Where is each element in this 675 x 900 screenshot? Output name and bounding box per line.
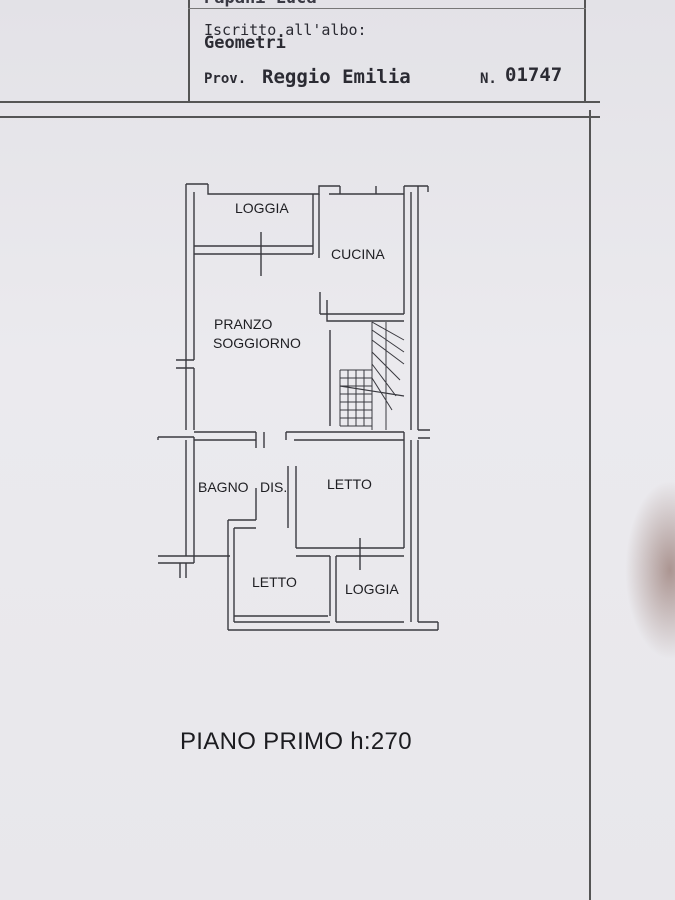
letto-right-left-wall [287,466,404,616]
room-label-cucina: CUCINA [331,246,385,262]
stamp-number: 01747 [505,64,563,86]
room-label-bagno: BAGNO [198,479,249,495]
wall-bottom [228,615,439,631]
wall-left-upper [185,183,208,360]
wall-right [403,186,419,430]
stamp-province: Reggio Emilia [262,66,411,88]
bagno-bottom-wall [158,555,230,564]
room-label-dis: DIS. [260,479,287,495]
floor-title: PIANO PRIMO h:270 [180,728,412,755]
wall-top-right [339,185,429,194]
bagno-left-wall [185,440,195,556]
stamp-profession: Geometri [204,33,286,53]
room-label-pranzo: PRANZO [214,316,272,332]
wall-top-left [207,184,404,195]
title-block-top-rule [188,8,586,9]
room-label-loggia-bottom: LOGGIA [345,581,399,597]
wall-right-lower [403,440,419,622]
bagno-window [179,563,187,578]
room-label-letto-right: LETTO [327,476,372,492]
stamp-prov-label: Prov. [204,71,247,87]
loggia-bottom-walls [335,555,404,623]
finger-shadow [625,480,675,660]
kitchen-bottom-wall [319,292,404,322]
sheet-right-rule [589,110,591,900]
title-block-right-border [584,0,586,102]
loggia-top-walls [194,194,320,258]
staircase [339,321,405,430]
room-label-letto-bottom: LETTO [252,574,297,590]
middle-wall-right [285,429,430,441]
title-block-bottom-rule [0,101,600,103]
room-label-loggia-top: LOGGIA [235,200,289,216]
sheet-top-rule [0,116,600,118]
bagno-right-wall [227,488,257,630]
stamp-registered-label: Iscritto all'albo: [204,21,367,39]
wall-left-mid [185,368,195,430]
stamp-name: Papani Luca [204,0,317,8]
title-block-left-border [188,0,190,102]
room-label-soggiorno: SOGGIORNO [213,335,301,351]
wall-left-notch [176,359,194,369]
middle-wall-left [157,431,265,448]
stamp-number-label: N. [480,71,497,87]
